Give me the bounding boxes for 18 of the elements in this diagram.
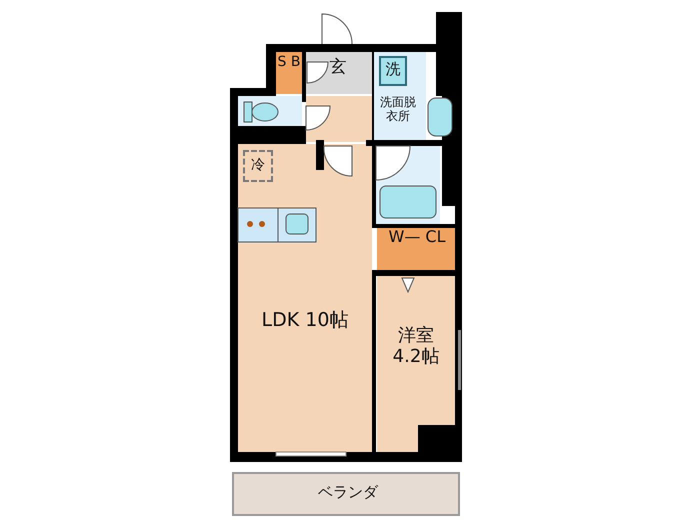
walk-in-closet: [377, 226, 457, 270]
room-label: 玄: [328, 58, 348, 78]
room-label: 洋室 4.2帖: [392, 326, 440, 368]
entrance-hall: [306, 52, 372, 94]
balcony: [232, 472, 460, 516]
room-label: 冷: [250, 157, 266, 174]
living-room: [238, 144, 372, 452]
washroom: [374, 52, 426, 142]
room-label: LDK 10帖: [260, 310, 350, 332]
washer-space: [379, 56, 407, 86]
room-label: ベランダ: [317, 484, 380, 502]
bedroom: [377, 276, 455, 452]
storage-room: [276, 52, 302, 94]
room-label: S B: [276, 54, 302, 70]
fridge-space: [243, 150, 273, 182]
room-label: 洗: [384, 61, 402, 78]
room-label: W— CL: [388, 228, 446, 246]
room-label: 洗面脱衣所: [379, 96, 417, 124]
